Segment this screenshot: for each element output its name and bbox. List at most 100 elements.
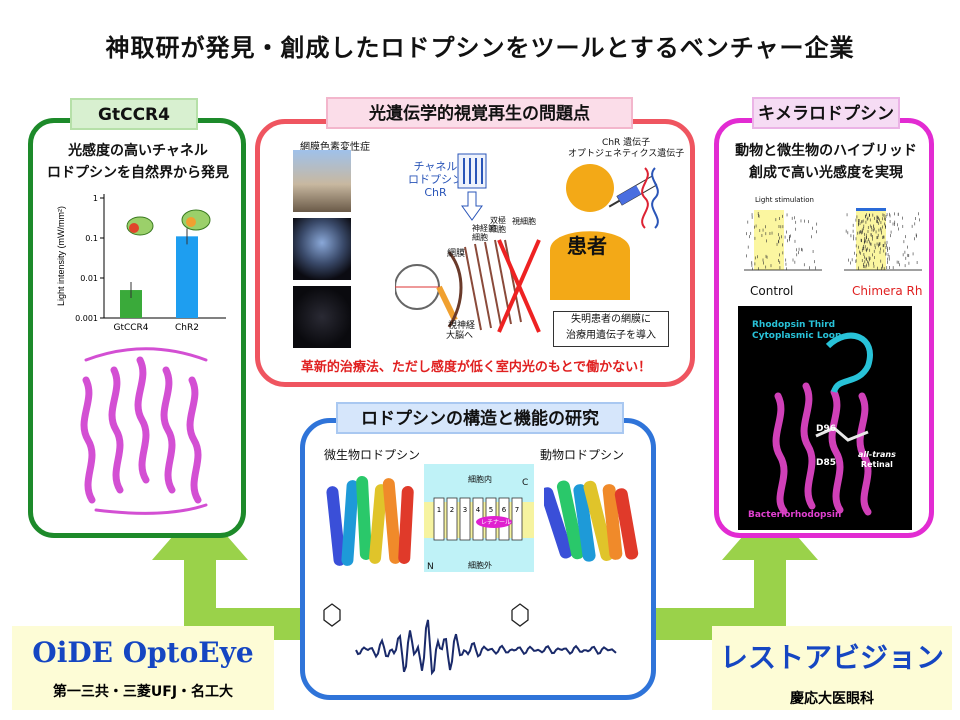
retinal-icon [476,516,512,528]
intracellular-label: 細胞内 [468,475,492,484]
retinal-molecule-right [511,603,529,627]
retinal-label-2: Retinal [860,460,893,469]
stimulus-shade-chimera [856,210,886,270]
n-terminus-label: N [427,562,434,572]
treatment-box-line2: 治療用遺伝子を導入 [566,330,656,341]
chimera-caption-line2: 創成で高い光感度を実現 [749,165,903,181]
bipolar-label-1: 双極 [490,216,506,225]
treatment-box: 失明患者の網膜に 治療用遺伝子を導入 [553,311,669,347]
chr-label: チャネル ロドプシン ChR [408,160,463,199]
loop-label-2: Cytoplasmic Loop [752,331,842,341]
microbial-label: 微生物ロドプシン [324,448,421,462]
street-photo-tunnel [293,218,351,280]
bacteriorhodopsin-label: Bacteriorhodopsin [748,510,842,520]
chart-category-label: GtCCR4 [113,323,148,333]
control-label: Control [750,284,794,298]
retina-disease-label: 網膜色素変性症 [300,142,370,153]
brain-label: 大脳へ [446,331,474,341]
street-photo-blind [293,286,351,348]
animal-label: 動物ロドプシン [540,448,625,462]
syringe-icon [608,175,658,208]
helix-number: 4 [476,506,481,514]
optic-nerve-arrow [436,285,458,322]
animal-rhodopsin-structure [544,480,639,562]
loop-label: Rhodopsin Third Cytoplasmic Loop [752,320,841,342]
alga-cell-icon [181,209,211,231]
retinal-molecule [815,426,869,442]
retinal-structures-waveform [323,603,617,676]
chart-category-label: ChR2 [175,323,199,333]
ganglion-label-2: 細胞 [472,233,488,242]
gene-label-2: オプトジェネティクス遺伝子 [568,149,685,159]
eyespot-icon [186,217,196,227]
stimulus-bar [856,208,886,211]
gtccr4-structure [80,347,208,515]
stimulus-shade-control [754,210,784,270]
chart-y-label: Light intensity (mW/mm²) [56,206,66,306]
helix-number: 5 [489,506,493,514]
helix-number: 2 [450,506,454,514]
company-oide: OiDE OptoEye 第一三共・三菱UFJ・名工大 [12,626,274,710]
chimera-caption: 動物と微生物のハイブリッド 創成で高い光感度を実現 [724,140,928,184]
chr-label-2: ロドプシン [408,173,463,186]
gene-label-1: ChR 遺伝子 [602,138,651,148]
gtccr4-caption-line1: 光感度の高いチャネル [68,143,208,159]
page-title: 神取研が発見・創成したロドプシンをツールとするベンチャー企業 [105,34,855,62]
ganglion-label: 神経節 細胞 [472,224,496,242]
company-oide-name: OiDE OptoEye [32,636,254,669]
research-tag: ロドプシンの構造と機能の研究 [336,402,624,434]
photoreceptor-label: 視細胞 [512,217,536,226]
patient-label: 患者 [567,234,607,258]
company-oide-partners: 第一三共・三菱UFJ・名工大 [52,684,234,700]
helix-number: 7 [515,506,519,514]
retinal-molecule-left [323,603,341,627]
all-trans-retinal-label: all-trans Retinal [858,450,896,470]
gene-label: ChR 遺伝子 オプトジェネティクス遺伝子 [568,138,684,160]
treatment-box-line1: 失明患者の網膜に [571,314,651,325]
chart-tick-label: 0.001 [75,314,98,323]
helix-box [446,497,458,541]
c-terminus-label: C [522,478,529,488]
company-restore-vision: レストアビジョン 慶応大医眼科 [712,626,952,710]
gtccr4-caption: 光感度の高いチャネル ロドプシンを自然界から発見 [36,140,240,184]
bipolar-label: 双極 細胞 [490,216,506,234]
chr-label-3: ChR [424,186,447,199]
microbial-rhodopsin-structure [326,476,414,566]
warning-text: 革新的治療法、ただし感度が低く室内光のもとで働かない！ [300,360,652,375]
d96-label: D96 [816,424,836,434]
vibration-waveform [355,619,617,676]
gtccr4-caption-line2: ロドプシンを自然界から発見 [47,165,229,181]
loop-label-1: Rhodopsin Third [752,320,836,330]
chart-tick-label: 0.01 [80,274,98,283]
chr-protein-icon [457,153,487,221]
chart-bar [120,290,142,318]
retinal-label: レチナール [481,519,512,526]
eyespot-icon [129,223,139,233]
retina-diagram [395,239,541,333]
retinal-label-1: all-trans [858,450,896,459]
helix-box [511,497,523,541]
helix-box [459,497,471,541]
company-restore-name: レストアビジョン [719,641,944,674]
helix-box [433,497,445,541]
chimera-rh-label: Chimera Rh [852,284,923,298]
ganglion-label-1: 神経節 [472,224,496,233]
bacteriorhodopsin-structure: Rhodopsin Third Cytoplasmic Loop D96 D85… [738,306,912,530]
d85-label: D85 [816,458,836,468]
optic-nerve-label: 視神経 [448,321,476,331]
problem-tag: 光遺伝学的視覚再生の問題点 [326,97,633,129]
retina-label: 網膜 [447,249,466,259]
helix-number: 6 [502,506,507,514]
chr-label-1: チャネル [413,160,458,173]
chart-tick-label: 1 [93,194,98,203]
cytoplasmic-loop [825,332,873,394]
patient-head [566,164,614,212]
dna-icon [641,167,649,229]
chimera-caption-line1: 動物と微生物のハイブリッド [735,143,917,159]
company-restore-partners: 慶応大医眼科 [790,691,874,707]
bipolar-label-2: 細胞 [490,225,506,234]
chimera-tag: キメラロドプシン [752,97,900,129]
chart-bar [176,236,198,318]
